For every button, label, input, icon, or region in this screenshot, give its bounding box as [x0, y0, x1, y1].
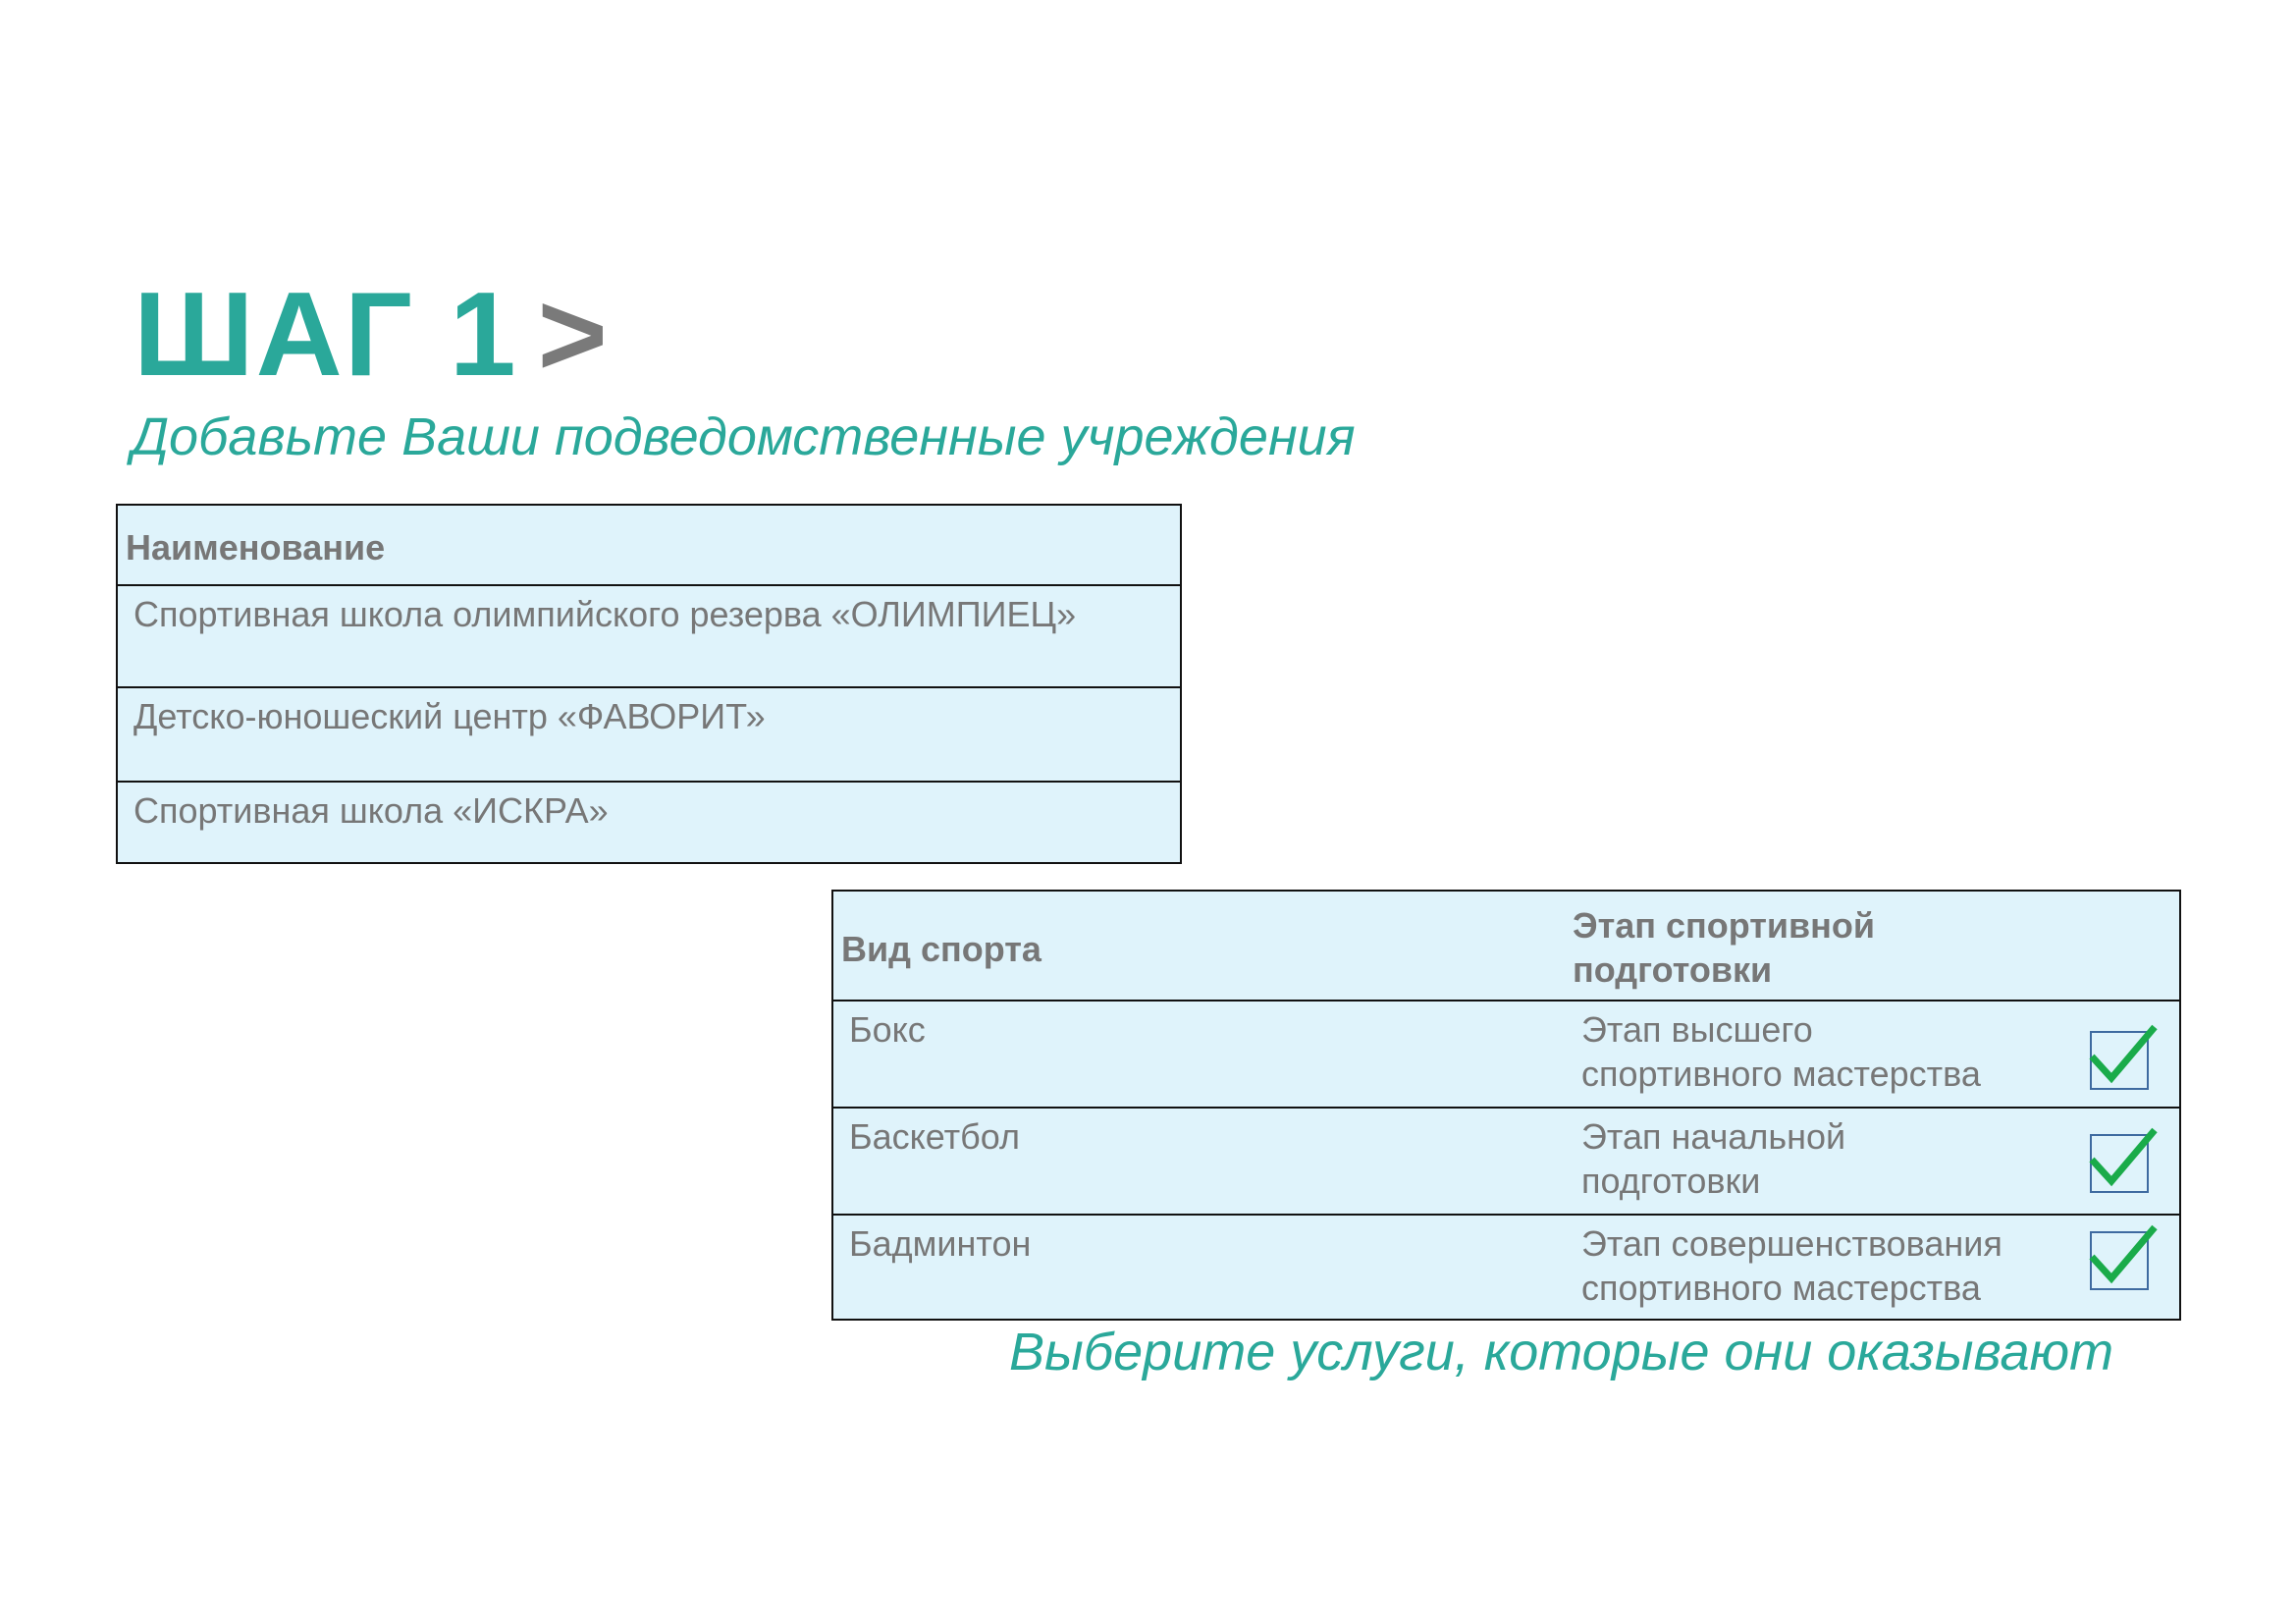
- services-caption: Выберите услуги, которые они оказывают: [1009, 1323, 2114, 1381]
- step-title: ШАГ 1>: [133, 265, 610, 403]
- table-row[interactable]: Спортивная школа «ИСКРА»: [118, 781, 1180, 864]
- institution-name: Спортивная школа «ИСКРА»: [133, 790, 609, 831]
- header-line: Этап спортивной: [1573, 905, 1876, 946]
- institution-name: Детско-юношеский центр «ФАВОРИТ»: [133, 696, 766, 736]
- stage-line: спортивного мастерства: [1581, 1268, 1981, 1308]
- institutions-table: Наименование Спортивная школа олимпийско…: [116, 504, 1182, 864]
- service-checkbox[interactable]: [2089, 1127, 2158, 1193]
- table-row[interactable]: Спортивная школа олимпийского резерва «О…: [118, 584, 1180, 686]
- service-checkbox[interactable]: [2089, 1224, 2158, 1290]
- service-checkbox[interactable]: [2089, 1024, 2158, 1090]
- checkmark-icon: [2089, 1024, 2158, 1084]
- stage-line: подготовки: [1581, 1161, 1761, 1201]
- step-label: ШАГ 1: [133, 267, 518, 401]
- sport-name: Бадминтон: [849, 1223, 1032, 1264]
- institution-name: Спортивная школа олимпийского резерва «О…: [133, 594, 1077, 634]
- step-subtitle: Добавьте Ваши подведомственные учреждени…: [132, 407, 1356, 466]
- sport-name: Бокс: [849, 1009, 926, 1050]
- checkmark-icon: [2089, 1127, 2158, 1187]
- stage-line: спортивного мастерства: [1581, 1054, 1981, 1094]
- stage-line: Этап высшего: [1581, 1009, 1813, 1050]
- table-row[interactable]: Детско-юношеский центр «ФАВОРИТ»: [118, 686, 1180, 781]
- stage-line: Этап начальной: [1581, 1116, 1846, 1157]
- stage-line: Этап совершенствования: [1581, 1223, 2002, 1264]
- column-header-name: Наименование: [126, 527, 386, 568]
- checkmark-icon: [2089, 1224, 2158, 1284]
- next-arrow-icon: >: [537, 267, 610, 401]
- header-line: подготовки: [1573, 949, 1773, 990]
- sport-name: Баскетбол: [849, 1116, 1020, 1157]
- column-header-sport: Вид спорта: [841, 929, 1041, 969]
